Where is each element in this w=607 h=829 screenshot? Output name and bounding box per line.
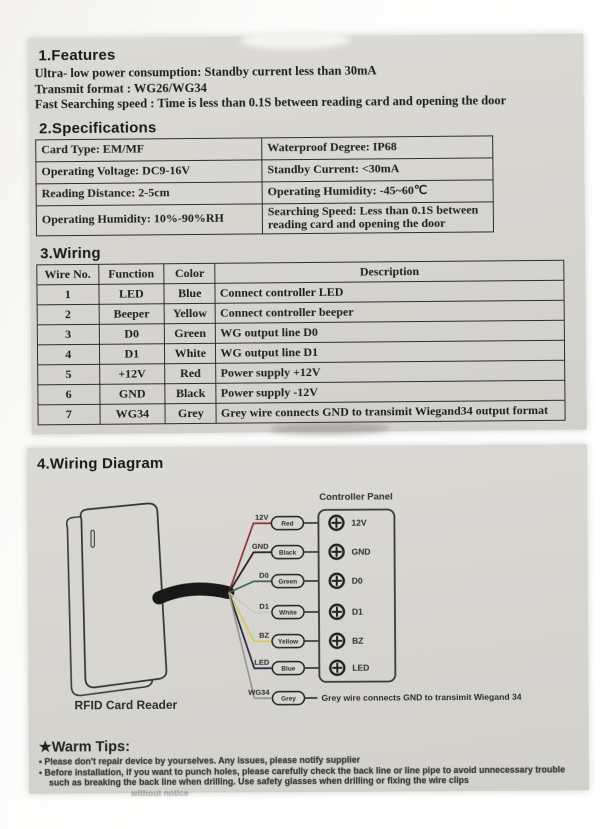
spec-cell: Operating Voltage: DC9-16V	[35, 159, 263, 184]
wiring-cell: Beeper	[98, 303, 165, 324]
wiring-cell: 3	[37, 323, 99, 345]
faint-text-fragment: without notice	[131, 787, 189, 798]
wire-color-label: Green	[278, 578, 297, 585]
screw-cross-icon	[331, 575, 342, 587]
screw-cross-icon	[331, 546, 342, 558]
features-list: Ultra- low power consumption: Standby cu…	[33, 62, 584, 113]
wire-signal-label: BZ	[259, 631, 269, 640]
spec-cell: Operating Humidity: -45~60℃	[262, 179, 494, 204]
spec-cell: Searching Speed: Less than 0.1S between …	[262, 201, 494, 234]
wiring-cell: Grey	[165, 402, 217, 424]
paper-smudge	[269, 422, 390, 436]
wire-color-label: Grey	[281, 695, 296, 702]
wiring-cell: 4	[37, 343, 100, 365]
warm-tips-heading: ★Warm Tips:	[38, 739, 130, 756]
wiring-cell: 7	[37, 403, 100, 425]
wire-color-label: Blue	[281, 665, 296, 672]
wiring-cell: Green	[164, 322, 216, 344]
wiring-cell: 6	[37, 383, 100, 405]
wg34-note: Grey wire connects GND to transimit Wieg…	[321, 692, 521, 703]
terminal-label: BZ	[352, 636, 363, 646]
wire-signal-label: D1	[259, 602, 269, 611]
wiring-cell: 1	[36, 283, 99, 305]
specifications-heading: 2.Specifications	[38, 118, 157, 137]
wiring-cell: D0	[98, 323, 165, 344]
wire-line-12v	[228, 522, 272, 593]
wiring-cell: 5	[37, 363, 100, 385]
spec-cell: Reading Distance: 2-5cm	[36, 181, 263, 206]
wiring-heading: 3.Wiring	[40, 244, 101, 262]
wire-color-label: Red	[281, 520, 293, 527]
cable	[152, 582, 235, 605]
screw-cross-icon	[331, 517, 342, 529]
wiring-cell: D1	[98, 343, 165, 364]
wiring-cell: Yellow	[164, 302, 216, 324]
warm-tips-list: Please don't repair device by yourselves…	[39, 753, 579, 788]
wiring-column-header: Function	[98, 263, 165, 284]
warm-tips: ★Warm Tips: Please don't repair device b…	[39, 736, 579, 798]
wiring-cell: GND	[99, 383, 166, 404]
wiring-diagram-heading: 4.Wiring Diagram	[36, 454, 164, 473]
wire-signal-label: WG34	[248, 688, 270, 697]
wire-line-wg34	[228, 592, 273, 700]
spec-cell: Operating Humidity: 10%-90%RH	[36, 203, 263, 236]
wire-line-bz	[228, 592, 273, 643]
screw-cross-icon	[331, 635, 343, 647]
instruction-sheet-top: 1.Features Ultra- low power consumption:…	[28, 30, 587, 436]
wire-line-d1	[228, 591, 272, 614]
wire-signal-label: D0	[259, 571, 269, 580]
wire-color-label: Black	[279, 549, 297, 556]
wiring-cell: Blue	[164, 282, 216, 304]
spec-cell: Standby Current: <30mA	[261, 157, 494, 182]
controller-panel-box	[317, 508, 397, 683]
screw-cross-icon	[332, 662, 343, 674]
spec-cell: Waterproof Degree: IP68	[261, 135, 493, 160]
wire-line-led	[228, 592, 273, 670]
wire-color-label: Yellow	[278, 638, 299, 645]
wire-signal-label: LED	[254, 658, 270, 667]
reader-led-slot-icon	[90, 529, 96, 548]
wiring-cell: White	[164, 342, 216, 364]
terminal-label: GND	[352, 547, 371, 557]
rfid-reader-label: RFID Card Reader	[74, 698, 177, 713]
rfid-reader-front	[79, 502, 168, 689]
wire-signal-label: 12V	[255, 513, 268, 522]
terminal-label: D0	[352, 576, 363, 586]
terminal-label: 12V	[351, 518, 367, 528]
wire-line-gnd	[228, 551, 272, 593]
wiring-cell: LED	[98, 283, 165, 304]
wiring-cell: Black	[164, 382, 217, 404]
wiring-cell: Red	[164, 362, 217, 384]
wire-signal-label: GND	[252, 542, 269, 551]
terminal-label: D1	[352, 607, 363, 617]
terminal-label: LED	[352, 663, 369, 673]
wiring-column-header: Wire No.	[36, 263, 99, 285]
wiring-cell: 2	[37, 303, 99, 325]
wiring-column-header: Color	[163, 262, 216, 284]
wire-line-d0	[228, 580, 272, 594]
screw-cross-icon	[331, 606, 343, 618]
wiring-cell: +12V	[99, 363, 165, 384]
spec-cell: Card Type: EM/MF	[35, 137, 262, 162]
wire-color-label: White	[279, 609, 297, 616]
wiring-cell: Grey wire connects GND to transimit Wieg…	[216, 399, 566, 423]
wiring-cell: WG34	[99, 403, 166, 424]
controller-panel-title: Controller Panel	[319, 491, 392, 502]
